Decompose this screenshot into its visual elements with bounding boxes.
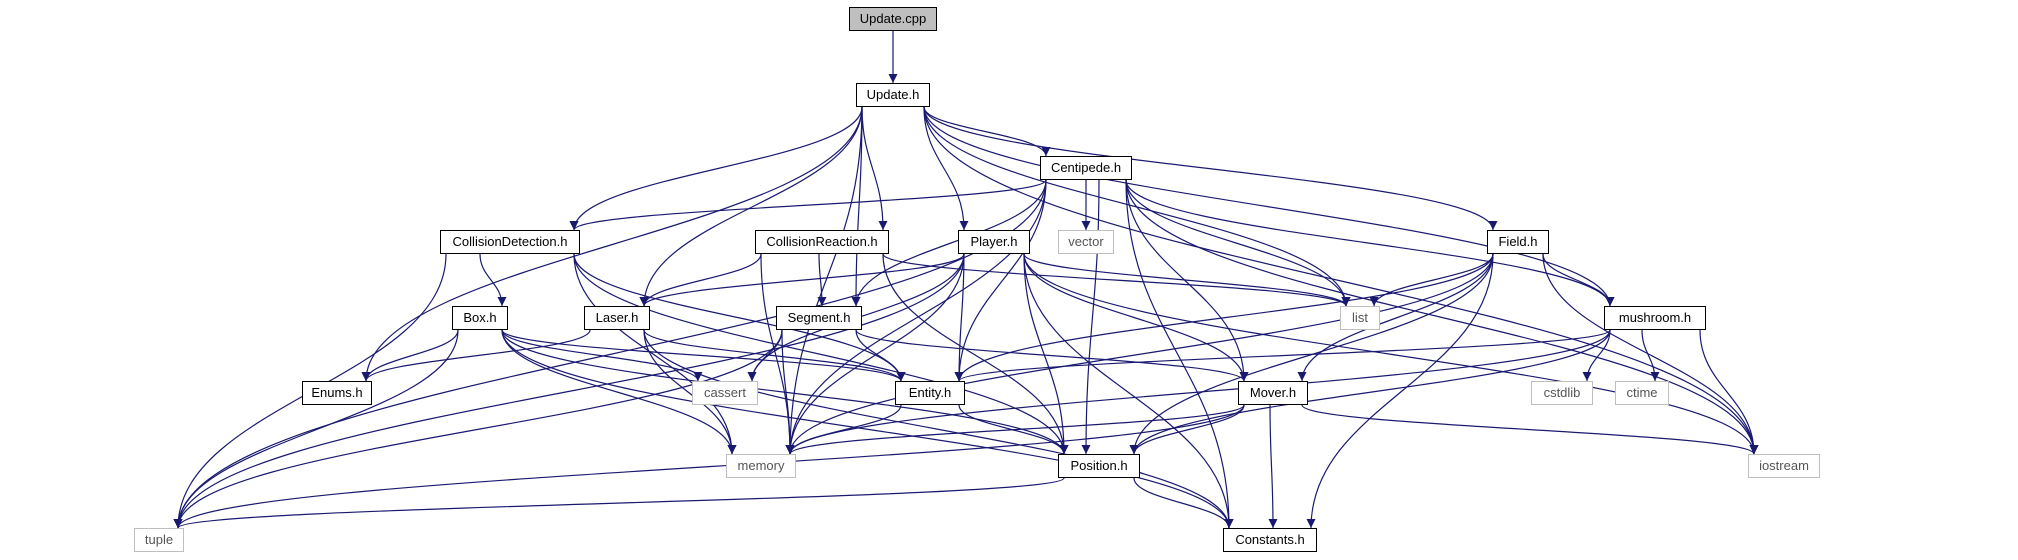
edge-player_h-to-laser_h (639, 253, 965, 307)
edge-update_h-to-centipede_h (923, 106, 1051, 157)
edge-player_h-to-position_h (1023, 253, 1069, 455)
edge-mover_h-to-iostream (1301, 404, 1759, 455)
edge-update_h-to-list (923, 106, 1351, 307)
edge-centipede_h-to-collision_detection_h (569, 179, 1047, 231)
edge-box_h-to-tuple (173, 329, 459, 529)
edge-update_h-to-collision_reaction_h (861, 106, 888, 231)
edge-laser_h-to-memory (643, 329, 737, 455)
edge-collision_reaction_h-to-position_h (882, 253, 1069, 455)
node-tuple[interactable]: tuple (134, 528, 184, 552)
node-centipede-h[interactable]: Centipede.h (1040, 156, 1132, 180)
node-field-h[interactable]: Field.h (1487, 230, 1549, 254)
edge-update_h-to-mushroom_h (923, 106, 1615, 307)
node-update-h[interactable]: Update.h (856, 83, 930, 107)
edge-mushroom_h-to-position_h (1129, 329, 1611, 455)
edge-field_h-to-iostream (1542, 253, 1759, 455)
edge-segment_h-to-tuple (173, 329, 783, 529)
node-update-cpp[interactable]: Update.cpp (849, 7, 937, 31)
node-vector[interactable]: vector (1058, 230, 1114, 254)
edge-box_h-to-enums_h (361, 329, 459, 382)
edge-update_h-to-enums_h (361, 106, 863, 382)
edge-centipede_h-to-segment_h (851, 179, 1047, 307)
edge-centipede_h-to-constants_h (1125, 179, 1234, 529)
node-laser-h[interactable]: Laser.h (584, 306, 650, 330)
edge-centipede_h-to-mushroom_h (1125, 179, 1615, 307)
edge-mover_h-to-constants_h (1268, 404, 1278, 529)
edge-update_h-to-collision_detection_h (569, 106, 863, 231)
edge-collision_reaction_h-to-segment_h (817, 253, 827, 307)
node-collision-reaction-h[interactable]: CollisionReaction.h (755, 230, 889, 254)
edge-mushroom_h-to-entity_h (954, 329, 1611, 382)
edge-player_h-to-mover_h (1023, 253, 1249, 382)
edge-player_h-to-list (1023, 253, 1351, 307)
node-entity-h[interactable]: Entity.h (895, 381, 965, 405)
edge-player_h-to-constants_h (1023, 253, 1234, 529)
node-player-h[interactable]: Player.h (958, 230, 1030, 254)
edge-update_h-to-memory (785, 106, 863, 455)
edge-mushroom_h-to-ctime (1641, 329, 1660, 382)
edge-segment_h-to-memory (781, 329, 795, 455)
edge-field_h-to-mushroom_h (1542, 253, 1615, 307)
edge-mushroom_h-to-cstdlib (1582, 329, 1611, 382)
edge-update_h-to-field_h (923, 106, 1498, 231)
edge-segment_h-to-entity_h (855, 329, 906, 382)
node-mover-h[interactable]: Mover.h (1238, 381, 1308, 405)
edge-collision_detection_h-to-position_h (573, 253, 1069, 455)
edge-field_h-to-list (1369, 253, 1494, 307)
edge-laser_h-to-constants_h (643, 329, 1234, 529)
edge-centipede_h-to-entity_h (954, 179, 1047, 382)
edge-mushroom_h-to-memory (785, 329, 1611, 455)
edge-centipede_h-to-list (1125, 179, 1351, 307)
edge-field_h-to-entity_h (954, 253, 1494, 382)
edge-box_h-to-memory (501, 329, 737, 455)
edge-box_h-to-entity_h (501, 329, 906, 382)
edge-collision_reaction_h-to-laser_h (639, 253, 762, 307)
node-box-h[interactable]: Box.h (452, 306, 508, 330)
edge-segment_h-to-mover_h (855, 329, 1249, 382)
edge-mover_h-to-tuple (173, 404, 1245, 529)
node-list[interactable]: list (1340, 306, 1380, 330)
node-segment-h[interactable]: Segment.h (776, 306, 862, 330)
edge-update_h-to-iostream (923, 106, 1759, 455)
edge-field_h-to-constants_h (1306, 253, 1494, 529)
node-memory[interactable]: memory (726, 454, 796, 478)
edge-player_h-to-iostream (1023, 253, 1759, 455)
node-cstdlib[interactable]: cstdlib (1531, 381, 1593, 405)
edge-update_h-to-laser_h (639, 106, 863, 307)
edge-player_h-to-entity_h (954, 253, 965, 382)
node-mushroom-h[interactable]: mushroom.h (1604, 306, 1706, 330)
edge-box_h-to-cassert (501, 329, 703, 382)
edge-position_h-to-tuple (173, 477, 1065, 529)
edge-collision_detection_h-to-memory (573, 253, 737, 455)
edge-mover_h-to-memory (785, 404, 1245, 455)
node-iostream[interactable]: iostream (1748, 454, 1820, 478)
node-enums-h[interactable]: Enums.h (302, 381, 372, 405)
edge-centipede_h-to-position_h (1081, 179, 1100, 455)
edge-field_h-to-mover_h (1297, 253, 1494, 382)
edge-field_h-to-memory (785, 253, 1494, 455)
edge-laser_h-to-enums_h (361, 329, 591, 382)
edge-centipede_h-to-tuple (173, 179, 1047, 529)
edge-mushroom_h-to-iostream (1699, 329, 1759, 455)
node-collision-detection-h[interactable]: CollisionDetection.h (440, 230, 580, 254)
node-ctime[interactable]: ctime (1615, 381, 1669, 405)
edge-update_h-to-segment_h (851, 106, 863, 307)
edge-mover_h-to-position_h (1129, 404, 1245, 455)
edge-collision_detection_h-to-box_h (479, 253, 507, 307)
edge-position_h-to-constants_h (1133, 477, 1234, 529)
edge-player_h-to-tuple (173, 253, 965, 529)
edge-update_h-to-player_h (923, 106, 969, 231)
node-position-h[interactable]: Position.h (1058, 454, 1140, 478)
edge-collision_reaction_h-to-list (882, 253, 1351, 307)
edge-box_h-to-constants_h (501, 329, 1234, 529)
edge-box_h-to-position_h (501, 329, 1069, 455)
node-constants-h[interactable]: Constants.h (1223, 528, 1317, 552)
edge-laser_h-to-entity_h (643, 329, 906, 382)
edge-centipede_h-to-iostream (1125, 179, 1759, 455)
node-cassert[interactable]: cassert (692, 381, 758, 405)
